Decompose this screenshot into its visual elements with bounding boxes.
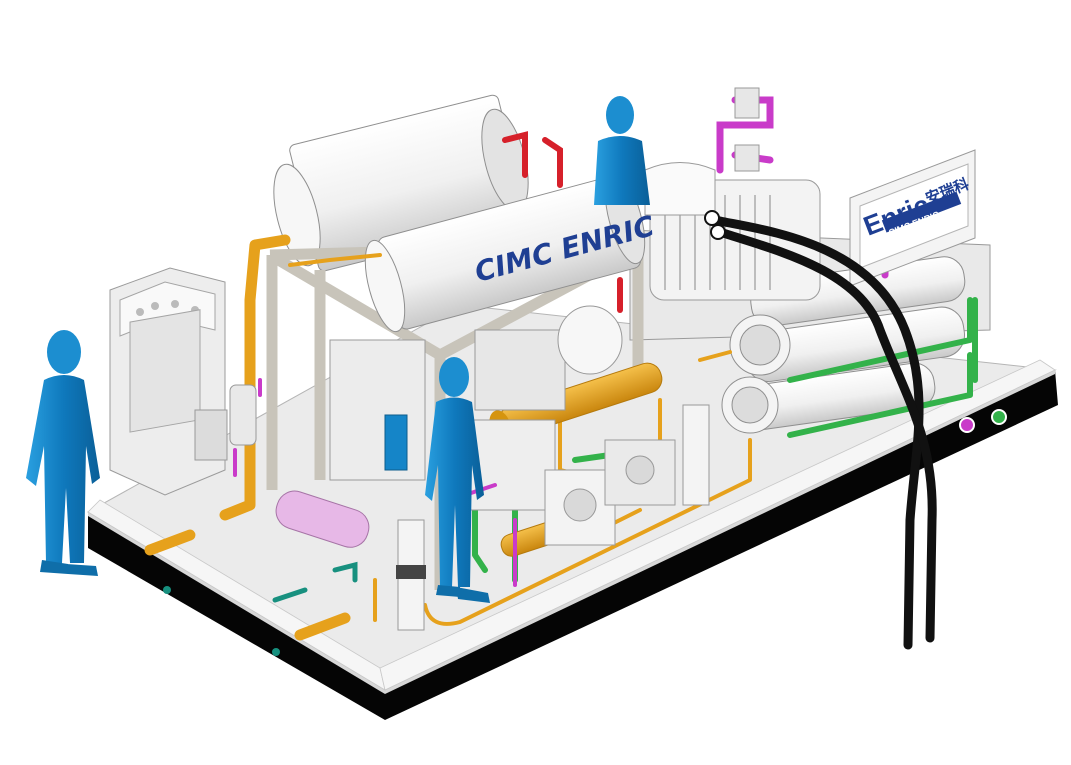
skid-port (163, 586, 171, 594)
black-hoses (710, 215, 937, 650)
teal-pipework (272, 561, 358, 603)
skid-right-face (385, 370, 1058, 720)
filter-vessel (275, 490, 370, 548)
left-frame-panel (109, 267, 226, 496)
company-sign: Enric 安瑞科 CIMC ENRIC (849, 149, 976, 287)
orange-pipework (144, 234, 351, 641)
skid-port-green (991, 409, 1007, 425)
electric-motor (644, 162, 821, 301)
cylinder-block-center (329, 305, 676, 546)
skid-port-magenta (959, 417, 975, 433)
skid-port (272, 648, 280, 656)
hose-fittings (704, 210, 726, 240)
valve-block (734, 87, 760, 172)
skid-front-face (88, 512, 385, 720)
human-figure-icon (425, 357, 490, 603)
human-figure-icon (594, 96, 650, 205)
human-figure-icon (26, 330, 100, 576)
filter-columns (194, 384, 710, 631)
